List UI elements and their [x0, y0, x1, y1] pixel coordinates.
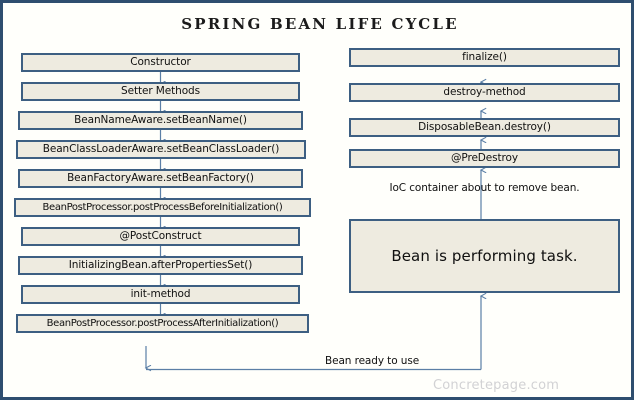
node-bean-classloader-aware[interactable]: BeanClassLoaderAware.setBeanClassLoader(… [16, 140, 306, 159]
bean-ready-to-use-label: Bean ready to use [325, 355, 420, 367]
node-disposable-bean-destroy[interactable]: DisposableBean.destroy() [349, 118, 620, 137]
node-bean-performing-task[interactable]: Bean is performing task. [349, 219, 620, 293]
node-bpp-before-initialization[interactable]: BeanPostProcessor.postProcessBeforeIniti… [14, 198, 311, 217]
node-finalize[interactable]: finalize() [349, 48, 620, 67]
node-constructor[interactable]: Constructor [21, 53, 300, 72]
node-init-method[interactable]: init-method [21, 285, 300, 304]
node-post-construct[interactable]: @PostConstruct [21, 227, 300, 246]
ioc-container-note: IoC container about to remove bean. [389, 182, 580, 194]
node-bean-name-aware[interactable]: BeanNameAware.setBeanName() [18, 111, 303, 130]
node-pre-destroy[interactable]: @PreDestroy [349, 149, 620, 168]
node-destroy-method[interactable]: destroy-method [349, 83, 620, 102]
node-initializing-bean[interactable]: InitializingBean.afterPropertiesSet() [18, 256, 303, 275]
watermark: Concretepage.com [433, 378, 560, 393]
node-bean-factory-aware[interactable]: BeanFactoryAware.setBeanFactory() [18, 169, 303, 188]
node-bpp-after-initialization[interactable]: BeanPostProcessor.postProcessAfterInitia… [16, 314, 309, 333]
node-setter-methods[interactable]: Setter Methods [21, 82, 300, 101]
page-title: SPRING BEAN LIFE CYCLE [181, 15, 459, 33]
